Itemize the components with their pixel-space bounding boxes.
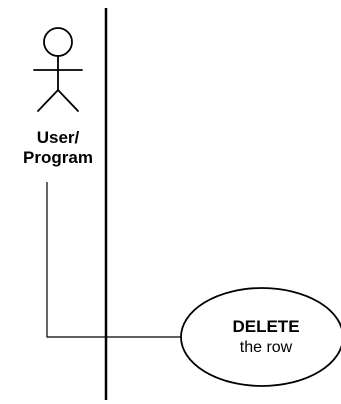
actor-head [43, 27, 73, 57]
stick-figure-icon [33, 27, 83, 112]
use-case-label-line1: DELETE [232, 317, 299, 336]
use-case-ellipse [180, 287, 341, 387]
use-case-label-line2: the row [240, 339, 293, 356]
actor-label-line2: Program [23, 148, 93, 167]
actor-left-leg [37, 89, 59, 112]
association-line [46, 182, 183, 338]
actor-label-line1: User/ [37, 128, 80, 147]
actor-right-leg [57, 89, 79, 112]
